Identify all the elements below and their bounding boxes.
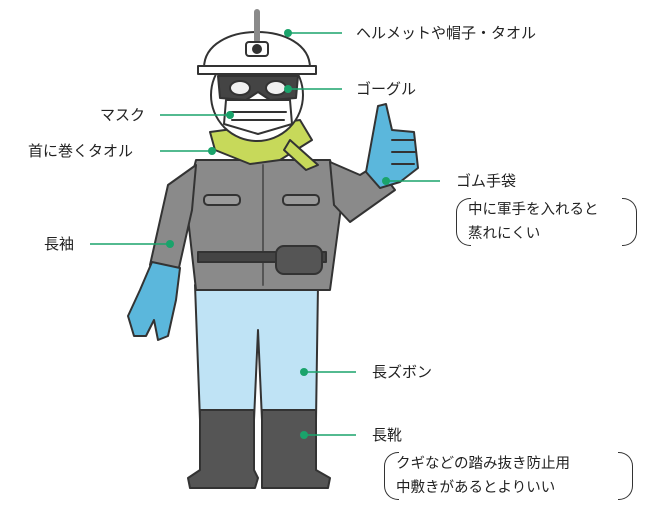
- label-mask: マスク: [100, 106, 146, 124]
- gloves-note-right-paren: [622, 198, 637, 246]
- label-scarf: 首に巻くタオル: [28, 142, 134, 160]
- left-glove: [127, 261, 181, 341]
- boots-note-line-1: クギなどの踏み抜き防止用: [396, 456, 570, 472]
- left-sleeve: [149, 164, 197, 273]
- label-gloves: ゴム手袋: [456, 172, 517, 190]
- belt: [197, 245, 327, 275]
- label-sleeves: 長袖: [44, 235, 75, 253]
- label-pants: 長ズボン: [372, 363, 433, 381]
- boots: [187, 409, 331, 489]
- boots-note-line-2: 中敷きがあるとよりいい: [396, 480, 556, 496]
- long-pants: [194, 284, 319, 421]
- boots-note-right-paren: [618, 452, 633, 500]
- gloves-note-line-1: 中に軍手を入れると: [468, 202, 599, 218]
- label-goggles: ゴーグル: [356, 80, 417, 98]
- helmet: [197, 9, 317, 75]
- boots-note: クギなどの踏み抜き防止用 中敷きがあるとよりいい: [396, 452, 570, 500]
- label-helmet: ヘルメットや帽子・タオル: [356, 24, 537, 42]
- right-glove: [365, 103, 419, 189]
- gloves-note-line-2: 蒸れにくい: [468, 226, 541, 242]
- leader-lines: [90, 29, 440, 439]
- gloves-note: 中に軍手を入れると 蒸れにくい: [468, 198, 599, 246]
- label-boots: 長靴: [372, 426, 403, 444]
- goggles: [217, 75, 299, 101]
